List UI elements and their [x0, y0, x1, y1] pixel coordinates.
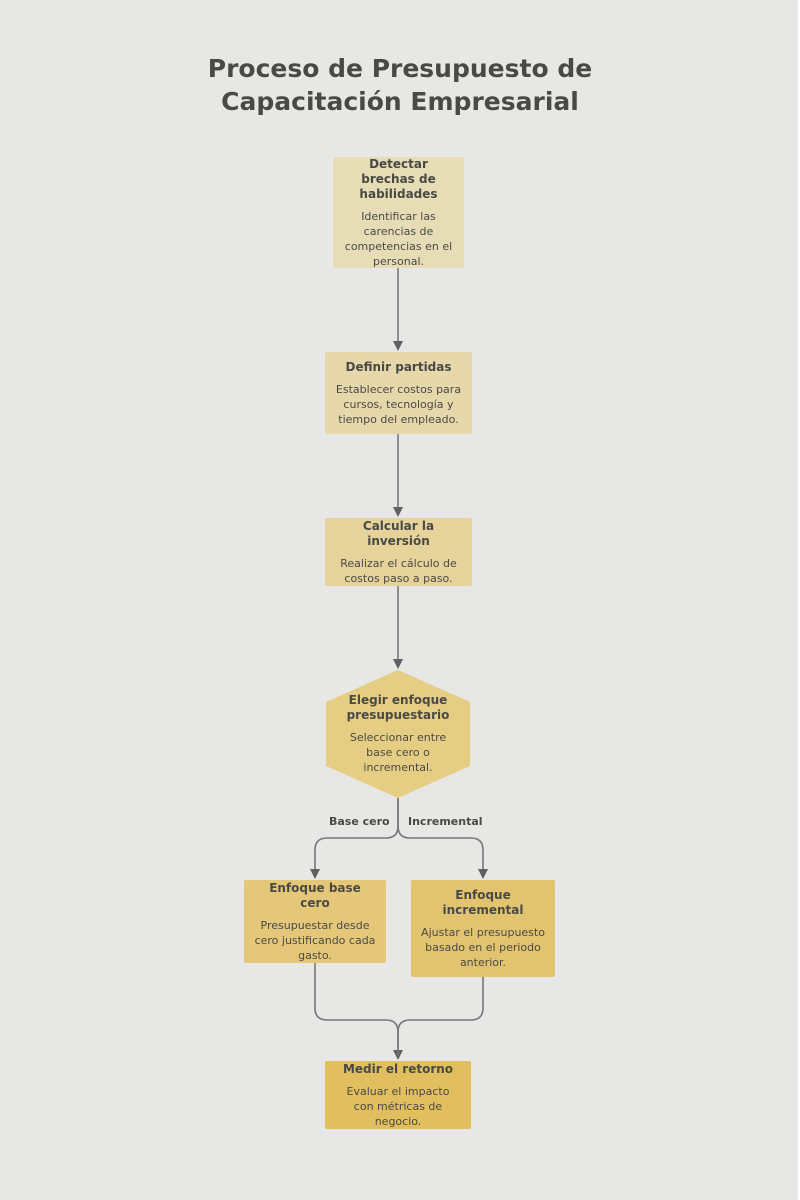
- node-title: Elegir enfoque presupuestario: [346, 693, 450, 722]
- page-title: Proceso de Presupuesto de Capacitación E…: [0, 52, 800, 118]
- node-title: Medir el retorno: [342, 1061, 454, 1076]
- node-choose-approach: Elegir enfoque presupuestario Selecciona…: [336, 690, 460, 778]
- edge-label-incremental: Incremental: [408, 815, 483, 828]
- right-edge-line: [798, 0, 800, 1200]
- node-description: Realizar el cálculo de costos paso a pas…: [340, 556, 457, 585]
- node-calculate-investment: Calcular la inversión Realizar el cálcul…: [325, 518, 472, 586]
- edge-incremental-measure: [397, 977, 484, 1055]
- node-description: Ajustar el presupuesto basado en el peri…: [421, 925, 545, 969]
- edge-choose-zero-base: [310, 798, 399, 879]
- node-title: Detectar brechas de habilidades: [359, 156, 438, 201]
- node-define-items: Definir partidas Establecer costos para …: [325, 352, 472, 434]
- node-description: Evaluar el impacto con métricas de negoc…: [346, 1084, 450, 1128]
- node-detect-skill-gaps: Detectar brechas de habilidades Identifi…: [333, 157, 464, 268]
- node-description: Presupuestar desde cero justificando cad…: [254, 918, 376, 962]
- node-measure-return: Medir el retorno Evaluar el impacto con …: [325, 1061, 471, 1129]
- node-description: Establecer costos para cursos, tecnologí…: [335, 382, 462, 426]
- edge-zero-base-measure: [314, 963, 403, 1060]
- node-zero-base-approach: Enfoque base cero Presupuestar desde cer…: [244, 880, 386, 963]
- title-line-2: Capacitación Empresarial: [221, 87, 579, 116]
- node-title: Calcular la inversión: [362, 518, 435, 548]
- title-line-1: Proceso de Presupuesto de: [207, 54, 593, 83]
- node-incremental-approach: Enfoque incremental Ajustar el presupues…: [411, 880, 555, 977]
- node-title: Definir partidas: [345, 359, 452, 374]
- node-title: Enfoque incremental: [442, 887, 524, 917]
- node-description: Identificar las carencias de competencia…: [344, 209, 453, 268]
- edge-label-zero-base: Base cero: [329, 815, 390, 828]
- node-description: Seleccionar entre base cero o incrementa…: [349, 731, 447, 774]
- edge-choose-incremental: [397, 798, 488, 879]
- node-title: Enfoque base cero: [269, 880, 361, 910]
